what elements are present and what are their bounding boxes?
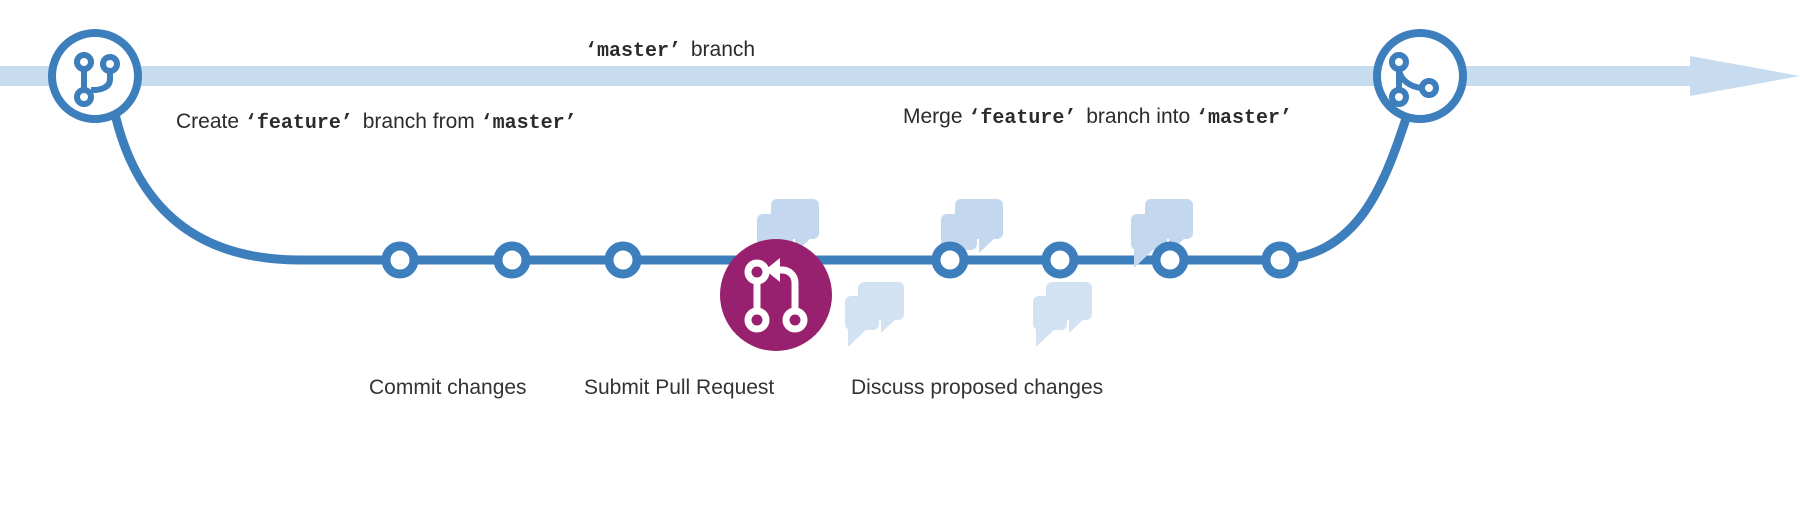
- merge-branch-label-quoted-master: ‘master’: [1196, 107, 1293, 130]
- create-branch-label: Create ‘feature’ branch from ‘master’: [176, 111, 577, 134]
- merge-branch-label-part2: branch into: [1086, 105, 1191, 128]
- submit-pull-request-label: Submit Pull Request: [584, 376, 775, 399]
- commit-changes-label: Commit changes: [369, 376, 527, 399]
- commit-dot[interactable]: [1151, 241, 1189, 279]
- commit-dot[interactable]: [381, 241, 419, 279]
- master-branch-arrowhead: [1690, 56, 1800, 96]
- speech-bubble-group-lower-1: [845, 282, 904, 347]
- master-branch-label-quoted: ‘master’: [585, 40, 682, 63]
- commit-dot[interactable]: [931, 241, 969, 279]
- master-branch-label-rest: branch: [690, 38, 756, 61]
- git-pull-request-icon: [744, 258, 808, 333]
- branch-node[interactable]: [48, 29, 142, 123]
- commit-dot[interactable]: [1041, 241, 1079, 279]
- discuss-changes-label: Discuss proposed changes: [851, 376, 1104, 399]
- commit-dot[interactable]: [604, 241, 642, 279]
- master-branch-label: ‘master’ branch: [585, 39, 755, 62]
- pull-request-node[interactable]: [720, 239, 832, 351]
- speech-bubble-group-lower-2: [1033, 282, 1092, 347]
- commit-dot[interactable]: [493, 241, 531, 279]
- merge-branch-label-quoted-feature: ‘feature’: [968, 107, 1077, 130]
- create-branch-label-quoted-feature: ‘feature’: [244, 112, 353, 135]
- merge-node[interactable]: [1373, 29, 1467, 123]
- create-branch-label-part1: Create: [176, 110, 240, 133]
- git-branch-icon: [74, 52, 120, 107]
- merge-branch-label: Merge ‘feature’ branch into ‘master’: [903, 106, 1292, 129]
- merge-branch-label-part1: Merge: [903, 105, 963, 128]
- master-branch-line-group: [0, 56, 1800, 96]
- create-branch-label-quoted-master: ‘master’: [480, 112, 577, 135]
- speech-bubble-group-upper-3: [1131, 199, 1193, 268]
- feature-branch-line: [103, 71, 1425, 265]
- master-branch-line: [0, 66, 1690, 86]
- create-branch-label-part2: branch from: [362, 110, 475, 133]
- git-merge-icon: [1389, 52, 1439, 107]
- commit-dot[interactable]: [1261, 241, 1299, 279]
